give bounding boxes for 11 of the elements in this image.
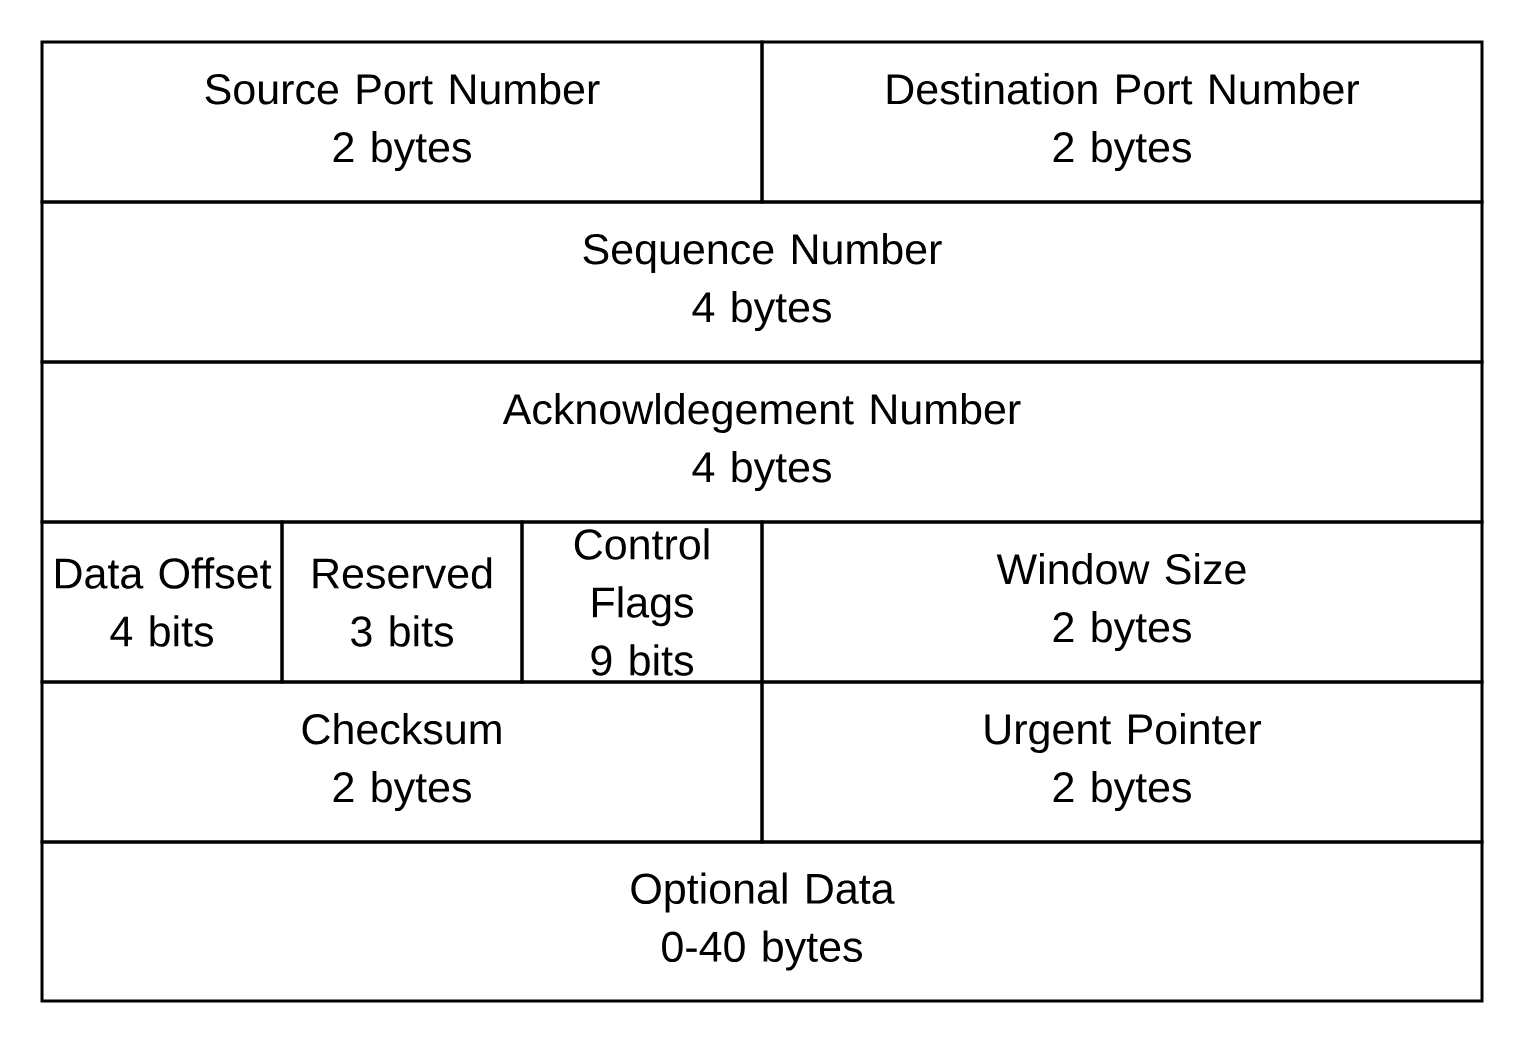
field-cell: Window Size 2 bytes: [760, 520, 1484, 684]
field-cell: Acknowldegement Number 4 bytes: [40, 360, 1484, 524]
field-cell: Data Offset 4 bits: [40, 520, 284, 684]
field-cell: Checksum 2 bytes: [40, 680, 764, 844]
field-cell: Reserved 3 bits: [280, 520, 524, 684]
field-cell: Optional Data 0-40 bytes: [40, 840, 1484, 1003]
field-cell: Urgent Pointer 2 bytes: [760, 680, 1484, 844]
field-cell: Source Port Number 2 bytes: [40, 40, 764, 204]
field-cell: Sequence Number 4 bytes: [40, 200, 1484, 364]
field-cell: Control Flags 9 bits: [520, 520, 764, 684]
field-cell: Destination Port Number 2 bytes: [760, 40, 1484, 204]
